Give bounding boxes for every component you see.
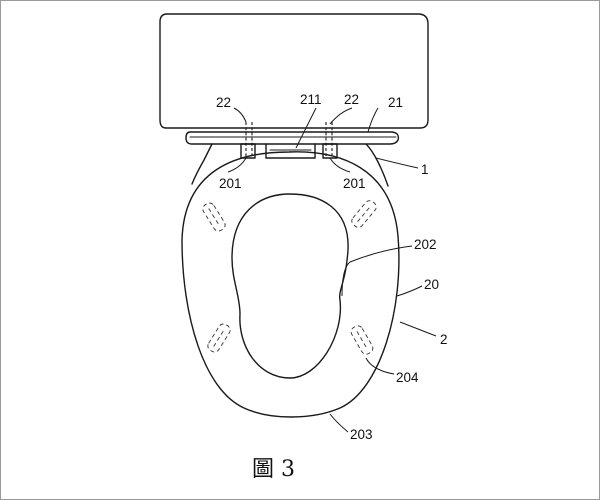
reference-labels: 22 211 22 21 1 201 201 202 20 2 204 203 xyxy=(216,92,448,442)
label-20: 20 xyxy=(424,277,439,292)
leader-lines xyxy=(227,107,437,433)
label-204: 204 xyxy=(396,370,419,385)
mounting-plate xyxy=(185,131,400,145)
label-202: 202 xyxy=(414,237,437,252)
toilet-body xyxy=(191,143,389,187)
figure-caption: 圖 3 xyxy=(252,457,295,482)
label-22-left: 22 xyxy=(216,95,231,110)
label-203: 203 xyxy=(350,427,373,442)
seat-inner-opening xyxy=(231,193,349,379)
label-21: 21 xyxy=(388,95,403,110)
label-22-right: 22 xyxy=(344,92,359,107)
label-1: 1 xyxy=(421,162,429,177)
water-tank xyxy=(159,13,429,129)
seat-outer-rim xyxy=(181,151,400,418)
label-211: 211 xyxy=(300,92,322,107)
label-201-left: 201 xyxy=(219,176,242,191)
seat-pads xyxy=(202,200,377,355)
hinge-blocks xyxy=(240,143,338,159)
hinge-bracket xyxy=(265,143,316,159)
label-201-right: 201 xyxy=(343,176,366,191)
hinge-pins xyxy=(245,122,333,156)
label-2: 2 xyxy=(440,332,448,347)
